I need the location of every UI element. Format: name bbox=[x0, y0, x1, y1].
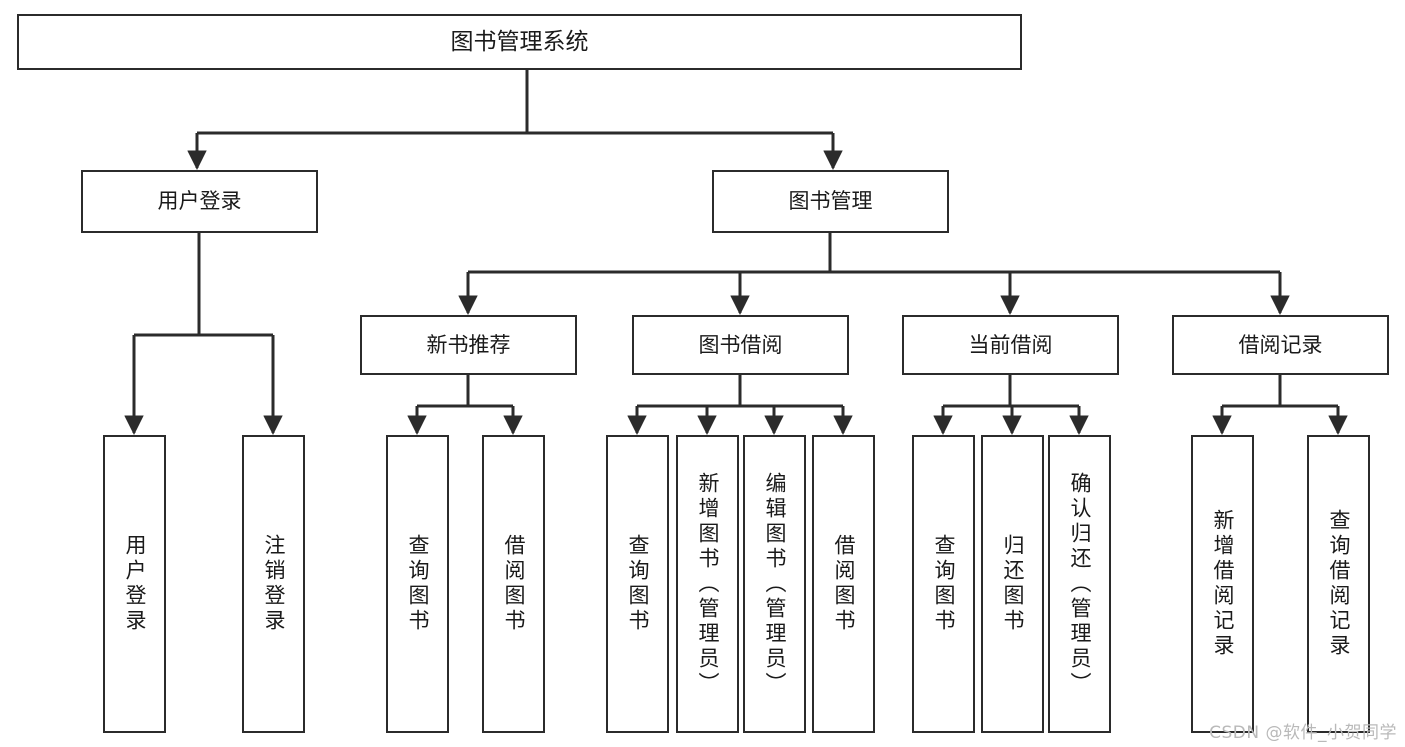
node-leaf-query-record-label: 查询借阅记录 bbox=[1327, 509, 1351, 659]
node-user-login-label: 用户登录 bbox=[157, 189, 242, 214]
node-leaf-query-book-2[interactable]: 查询图书 bbox=[606, 435, 669, 733]
node-book-management[interactable]: 图书管理 bbox=[712, 170, 949, 233]
node-borrow-record-label: 借阅记录 bbox=[1238, 332, 1323, 357]
node-book-management-label: 图书管理 bbox=[788, 189, 873, 214]
node-leaf-add-book[interactable]: 新增图书（管理员） bbox=[676, 435, 739, 733]
node-leaf-query-record[interactable]: 查询借阅记录 bbox=[1307, 435, 1370, 733]
node-leaf-query-book-1-label: 查询图书 bbox=[406, 534, 430, 634]
node-leaf-query-book-2-label: 查询图书 bbox=[626, 534, 650, 634]
watermark: CSDN @软件_小贺同学 bbox=[1209, 723, 1397, 743]
node-new-book-recommend-label: 新书推荐 bbox=[426, 332, 511, 357]
node-leaf-confirm-return-label: 确认归还（管理员） bbox=[1068, 471, 1092, 697]
node-current-borrow-label: 当前借阅 bbox=[968, 332, 1053, 357]
node-leaf-add-book-label: 新增图书（管理员） bbox=[696, 471, 720, 697]
node-leaf-query-book-3-label: 查询图书 bbox=[932, 534, 956, 634]
node-leaf-edit-book[interactable]: 编辑图书（管理员） bbox=[743, 435, 806, 733]
node-leaf-user-login-label: 用户登录 bbox=[123, 534, 147, 634]
node-leaf-return-book-label: 归还图书 bbox=[1001, 534, 1025, 634]
node-leaf-logout-login-label: 注销登录 bbox=[262, 534, 286, 634]
node-leaf-query-book-1[interactable]: 查询图书 bbox=[386, 435, 449, 733]
node-leaf-borrow-book-1[interactable]: 借阅图书 bbox=[482, 435, 545, 733]
node-leaf-user-login[interactable]: 用户登录 bbox=[103, 435, 166, 733]
node-leaf-confirm-return[interactable]: 确认归还（管理员） bbox=[1048, 435, 1111, 733]
node-leaf-edit-book-label: 编辑图书（管理员） bbox=[763, 471, 787, 697]
node-book-borrow[interactable]: 图书借阅 bbox=[632, 315, 849, 375]
node-book-borrow-label: 图书借阅 bbox=[698, 332, 783, 357]
node-leaf-add-record[interactable]: 新增借阅记录 bbox=[1191, 435, 1254, 733]
node-leaf-borrow-book-1-label: 借阅图书 bbox=[502, 534, 526, 634]
node-root-label: 图书管理系统 bbox=[450, 28, 589, 55]
node-current-borrow[interactable]: 当前借阅 bbox=[902, 315, 1119, 375]
node-leaf-add-record-label: 新增借阅记录 bbox=[1211, 509, 1235, 659]
node-leaf-return-book[interactable]: 归还图书 bbox=[981, 435, 1044, 733]
node-leaf-borrow-book-2-label: 借阅图书 bbox=[832, 534, 856, 634]
node-leaf-logout-login[interactable]: 注销登录 bbox=[242, 435, 305, 733]
node-new-book-recommend[interactable]: 新书推荐 bbox=[360, 315, 577, 375]
node-user-login[interactable]: 用户登录 bbox=[81, 170, 318, 233]
node-leaf-borrow-book-2[interactable]: 借阅图书 bbox=[812, 435, 875, 733]
node-root[interactable]: 图书管理系统 bbox=[17, 14, 1022, 70]
node-leaf-query-book-3[interactable]: 查询图书 bbox=[912, 435, 975, 733]
node-borrow-record[interactable]: 借阅记录 bbox=[1172, 315, 1389, 375]
